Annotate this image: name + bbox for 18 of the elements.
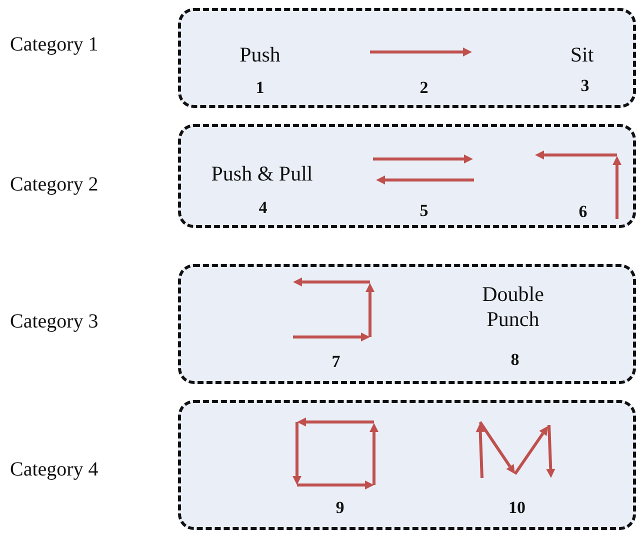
gesture-number: 9 xyxy=(336,498,344,518)
gesture-number: 10 xyxy=(508,498,526,518)
gesture-number: 7 xyxy=(332,352,340,372)
gesture-name: Push & Pull xyxy=(211,161,313,187)
gesture-name: Double Punch xyxy=(481,282,545,332)
category-label: Category 4 xyxy=(10,458,98,482)
gesture-number: 8 xyxy=(510,350,520,370)
category-label: Category 1 xyxy=(10,34,98,56)
gesture-number: 6 xyxy=(578,202,588,222)
gesture-name: Sit xyxy=(570,42,594,68)
gesture-name: Push xyxy=(240,42,280,68)
gesture-number: 5 xyxy=(420,201,428,221)
category-label: Category 2 xyxy=(10,174,98,196)
gesture-number: 2 xyxy=(420,78,428,98)
gesture-number: 1 xyxy=(256,78,264,98)
category-label: Category 3 xyxy=(10,310,98,334)
gesture-number: 3 xyxy=(580,76,590,96)
gesture-number: 4 xyxy=(258,198,268,218)
